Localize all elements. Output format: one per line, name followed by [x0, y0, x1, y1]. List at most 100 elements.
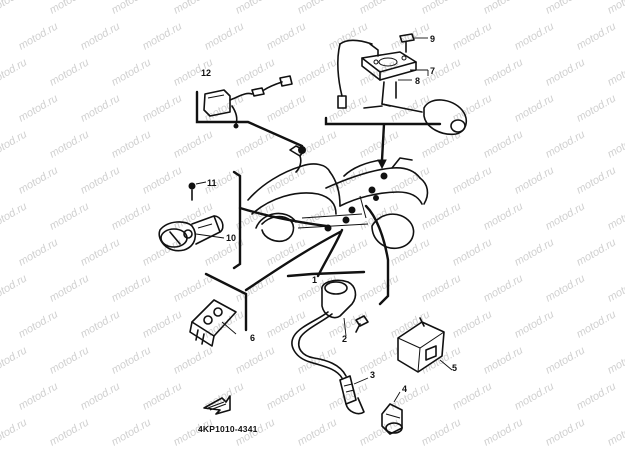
watermark-text: motod.ru	[296, 56, 340, 88]
watermark-text: motod.ru	[606, 272, 625, 304]
watermark-text: motod.ru	[0, 0, 29, 17]
watermark-text: motod.ru	[48, 272, 92, 304]
pointer-11	[196, 182, 206, 184]
watermark-text: motod.ru	[110, 128, 154, 160]
watermark-text: motod.ru	[110, 416, 154, 448]
callout-5: 5	[452, 363, 457, 373]
callout-11: 11	[207, 178, 217, 188]
watermark-text: motod.ru	[17, 20, 61, 52]
watermark-text: motod.ru	[482, 344, 526, 376]
watermark-text: motod.ru	[544, 344, 588, 376]
watermark-text: motod.ru	[358, 272, 402, 304]
watermark-text: motod.ru	[79, 20, 123, 52]
watermark-text: motod.ru	[482, 128, 526, 160]
watermark-text: motod.ru	[172, 128, 216, 160]
watermark-text: motod.ru	[606, 56, 625, 88]
watermark-text: motod.ru	[0, 344, 29, 376]
watermark-text: motod.ru	[358, 344, 402, 376]
watermark-text: motod.ru	[48, 0, 92, 17]
callout-12: 12	[201, 68, 211, 78]
watermark-text: motod.ru	[544, 128, 588, 160]
watermark-text: motod.ru	[606, 0, 625, 17]
watermark-text: motod.ru	[48, 344, 92, 376]
watermark-text: motod.ru	[513, 164, 557, 196]
watermark-text: motod.ru	[48, 200, 92, 232]
watermark-text: motod.ru	[575, 308, 619, 340]
watermark-text: motod.ru	[296, 416, 340, 448]
watermark-text: motod.ru	[265, 380, 309, 412]
watermark-text: motod.ru	[358, 128, 402, 160]
watermark-text: motod.ru	[513, 92, 557, 124]
watermark-text: motod.ru	[79, 380, 123, 412]
watermark-text: motod.ru	[0, 416, 29, 448]
watermark-text: motod.ru	[234, 0, 278, 17]
part-code-label: 4KP1010-4341	[198, 424, 258, 434]
watermark-text: motod.ru	[513, 380, 557, 412]
watermark-text: motod.ru	[420, 416, 464, 448]
watermark-text: motod.ru	[606, 416, 625, 448]
watermark-text: motod.ru	[327, 164, 371, 196]
watermark-text: motod.ru	[110, 272, 154, 304]
callout-8: 8	[415, 76, 420, 86]
watermark-text: motod.ru	[296, 272, 340, 304]
callout-3: 3	[370, 370, 375, 380]
watermark-text: motod.ru	[389, 308, 433, 340]
watermark-text: motod.ru	[544, 0, 588, 17]
callout-6: 6	[250, 333, 255, 343]
watermark-text: motod.ru	[79, 236, 123, 268]
watermark-text: motod.ru	[358, 0, 402, 17]
callout-9: 9	[430, 34, 435, 44]
part-11-screw	[189, 183, 195, 200]
watermark-text: motod.ru	[451, 308, 495, 340]
watermark-text: motod.ru	[513, 236, 557, 268]
watermark-text: motod.ru	[172, 0, 216, 17]
watermark-text: motod.ru	[451, 164, 495, 196]
watermark-text: motod.ru	[110, 0, 154, 17]
watermark-text: motod.ru	[110, 200, 154, 232]
watermark-text: motod.ru	[575, 164, 619, 196]
part-1-bracket	[288, 272, 364, 276]
watermark-text: motod.ru	[420, 56, 464, 88]
watermark-text: motod.ru	[389, 380, 433, 412]
watermark-text: motod.ru	[234, 344, 278, 376]
watermark-text: motod.ru	[575, 92, 619, 124]
watermark-text: motod.ru	[48, 416, 92, 448]
watermark-text: motod.ru	[482, 272, 526, 304]
callout-2: 2	[342, 334, 347, 344]
arrow-top-right	[378, 160, 386, 168]
watermark-text: motod.ru	[79, 164, 123, 196]
watermark-text: motod.ru	[482, 0, 526, 17]
watermark-text: motod.ru	[420, 0, 464, 17]
watermark-text: motod.ru	[48, 56, 92, 88]
watermark-text: motod.ru	[606, 200, 625, 232]
watermark-text: motod.ru	[451, 380, 495, 412]
callout-1: 1	[312, 275, 317, 285]
watermark-text: motod.ru	[141, 92, 185, 124]
watermark-text: motod.ru	[575, 236, 619, 268]
watermark-text: motod.ru	[234, 56, 278, 88]
watermark-text: motod.ru	[17, 236, 61, 268]
part-12-relay	[204, 76, 292, 128]
watermark-text: motod.ru	[451, 236, 495, 268]
watermark-text: motod.ru	[17, 92, 61, 124]
watermark-text: motod.ru	[172, 344, 216, 376]
watermark-text: motod.ru	[575, 20, 619, 52]
watermark-text: motod.ru	[544, 56, 588, 88]
watermark-text: motod.ru	[327, 236, 371, 268]
watermark-text: motod.ru	[234, 272, 278, 304]
watermark-text: motod.ru	[482, 200, 526, 232]
watermark-text: motod.ru	[0, 128, 29, 160]
watermark-text: motod.ru	[265, 92, 309, 124]
watermark-text: motod.ru	[79, 308, 123, 340]
watermark-text: motod.ru	[141, 164, 185, 196]
watermark-text: motod.ru	[451, 20, 495, 52]
watermark-text: motod.ru	[110, 344, 154, 376]
callout-7: 7	[430, 66, 435, 76]
watermark-text: motod.ru	[482, 56, 526, 88]
watermark-text: motod.ru	[575, 380, 619, 412]
watermark-text: motod.ru	[544, 200, 588, 232]
watermark-text: motod.ru	[606, 128, 625, 160]
watermark-text: motod.ru	[17, 164, 61, 196]
